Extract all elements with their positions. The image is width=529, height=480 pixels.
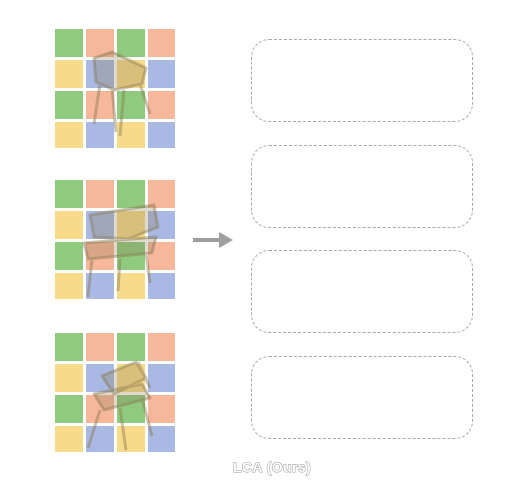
patch-cell	[86, 395, 114, 423]
patch-cell	[117, 180, 145, 208]
patch-cell	[86, 60, 114, 88]
patch-cell	[55, 242, 83, 270]
patch-cell	[117, 242, 145, 270]
patch-cell	[55, 426, 83, 452]
output-slot-4	[251, 356, 473, 439]
patch-cell	[148, 333, 175, 361]
patch-cell	[55, 29, 83, 57]
patch-cell	[86, 91, 114, 119]
patch-cell	[55, 122, 83, 148]
patch-cell	[117, 91, 145, 119]
chair-image	[92, 50, 152, 137]
patch-cell	[86, 122, 114, 148]
patch-cell	[117, 211, 145, 239]
patch-grid-2	[54, 179, 175, 299]
patch-cell	[117, 60, 145, 88]
patch-cell	[55, 273, 83, 299]
patch-cell	[117, 364, 145, 392]
right-arrow-icon	[193, 232, 233, 248]
patch-cell	[148, 395, 175, 423]
patch-cell	[148, 122, 175, 148]
chair-image	[86, 360, 154, 451]
patch-cell	[86, 211, 114, 239]
patch-cell	[117, 122, 145, 148]
chair-image	[82, 203, 160, 298]
patch-cell	[86, 29, 114, 57]
patch-cell	[148, 60, 175, 88]
patch-cell	[117, 426, 145, 452]
patch-cell	[148, 91, 175, 119]
output-slot-2	[251, 145, 473, 228]
patch-cell	[148, 211, 175, 239]
patch-cell	[148, 273, 175, 299]
patch-cell	[55, 211, 83, 239]
patch-cell	[55, 180, 83, 208]
patch-cell	[55, 364, 83, 392]
output-slot-1	[251, 39, 473, 122]
patch-cell	[86, 333, 114, 361]
patch-cell	[86, 426, 114, 452]
patch-cell	[86, 180, 114, 208]
patch-cell	[55, 395, 83, 423]
patch-cell	[117, 29, 145, 57]
patch-cell	[55, 60, 83, 88]
patch-cell	[117, 273, 145, 299]
patch-cell	[55, 333, 83, 361]
patch-cell	[55, 91, 83, 119]
patch-grid-1	[54, 28, 175, 148]
patch-grid-1-svg	[55, 29, 175, 148]
patch-cell	[117, 395, 145, 423]
patch-grid-3	[54, 332, 175, 452]
patch-cell	[86, 242, 114, 270]
patch-cell	[148, 364, 175, 392]
patch-cell	[117, 333, 145, 361]
patch-grid-2-svg	[55, 180, 175, 299]
patch-cell	[148, 29, 175, 57]
patch-grid-3-svg	[55, 333, 175, 452]
patch-cell	[148, 426, 175, 452]
patch-cell	[86, 273, 114, 299]
patch-cell	[86, 364, 114, 392]
patch-cell	[148, 242, 175, 270]
output-slot-3	[251, 250, 473, 333]
patch-cell	[148, 180, 175, 208]
method-caption: LCA (Ours)	[232, 459, 312, 476]
